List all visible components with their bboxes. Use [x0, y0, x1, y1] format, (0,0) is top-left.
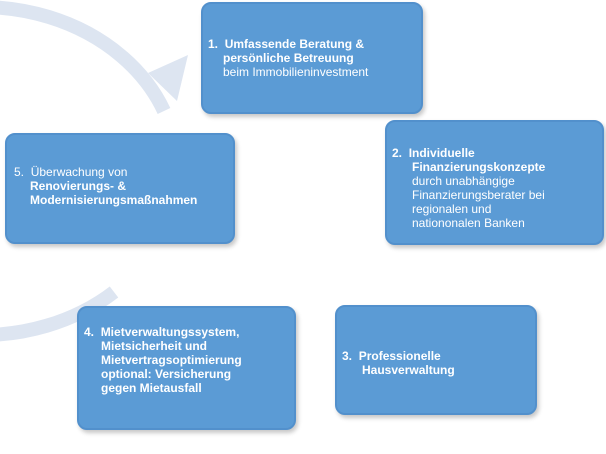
- step-1-title-line-1: Umfassende Beratung &: [224, 37, 365, 51]
- step-2-desc-line-1: durch unabhängige: [412, 174, 515, 188]
- cycle-arrow: [0, 0, 188, 342]
- step-1-box: 1. Umfassende Beratung & persönliche Bet…: [201, 2, 423, 114]
- step-1-line-1: 1. Umfassende Beratung &: [208, 37, 368, 51]
- step-5-number: 5.: [14, 165, 25, 179]
- step-5-title-line-2: Modernisierungsmaßnahmen: [30, 193, 198, 207]
- step-3-title-line-2: Hausverwaltung: [362, 363, 455, 377]
- step-1-subtitle: beim Immobilieninvestment: [223, 65, 369, 79]
- step-2-title-line-1: Individuelle: [408, 146, 475, 160]
- step-5-lead-text: Überwachung von: [30, 165, 128, 179]
- step-2-line-1: 2. Individuelle: [392, 146, 545, 160]
- step-2-desc-line-3: regionalen und: [412, 202, 492, 216]
- step-3-number: 3.: [342, 349, 353, 363]
- step-3-box: 3. Professionelle Hausverwaltung: [335, 305, 537, 415]
- step-5-title-line-1: Renovierungs- &: [30, 179, 127, 193]
- cycle-arrowhead-icon: [148, 55, 188, 101]
- step-4-title-line-4: optional: Versicherung: [101, 367, 232, 381]
- step-4-title-line-1: Mietverwaltungssystem,: [100, 325, 240, 339]
- cycle-ring-arc: [0, 0, 171, 342]
- step-1-number: 1.: [208, 37, 219, 51]
- step-4-box: 4. Mietverwaltungssystem, Mietsicherheit…: [77, 306, 296, 430]
- step-5-box: 5. Überwachung von Renovierungs- & Moder…: [5, 133, 235, 244]
- step-4-title-line-3: Mietvertragsoptimierung: [101, 353, 242, 367]
- step-3-line-1: 3. Professionelle: [342, 349, 455, 363]
- step-4-number: 4.: [84, 325, 95, 339]
- step-4-title-line-2: Mietsicherheit und: [101, 339, 208, 353]
- step-2-box: 2. Individuelle Finanzierungskonzepte du…: [385, 120, 604, 245]
- step-4-title-line-5: gegen Mietausfall: [101, 381, 202, 395]
- step-4-line-1: 4. Mietverwaltungssystem,: [84, 325, 242, 339]
- step-2-title-line-2: Finanzierungskonzepte: [412, 160, 546, 174]
- step-2-desc-line-2: Finanzierungsberater bei: [412, 188, 545, 202]
- step-1-title-line-2: persönliche Betreuung: [223, 51, 354, 65]
- step-5-line-1: 5. Überwachung von: [14, 165, 197, 179]
- step-3-title-line-1: Professionelle: [358, 349, 441, 363]
- step-2-desc-line-4: nationonalen Banken: [412, 216, 525, 230]
- step-2-number: 2.: [392, 146, 403, 160]
